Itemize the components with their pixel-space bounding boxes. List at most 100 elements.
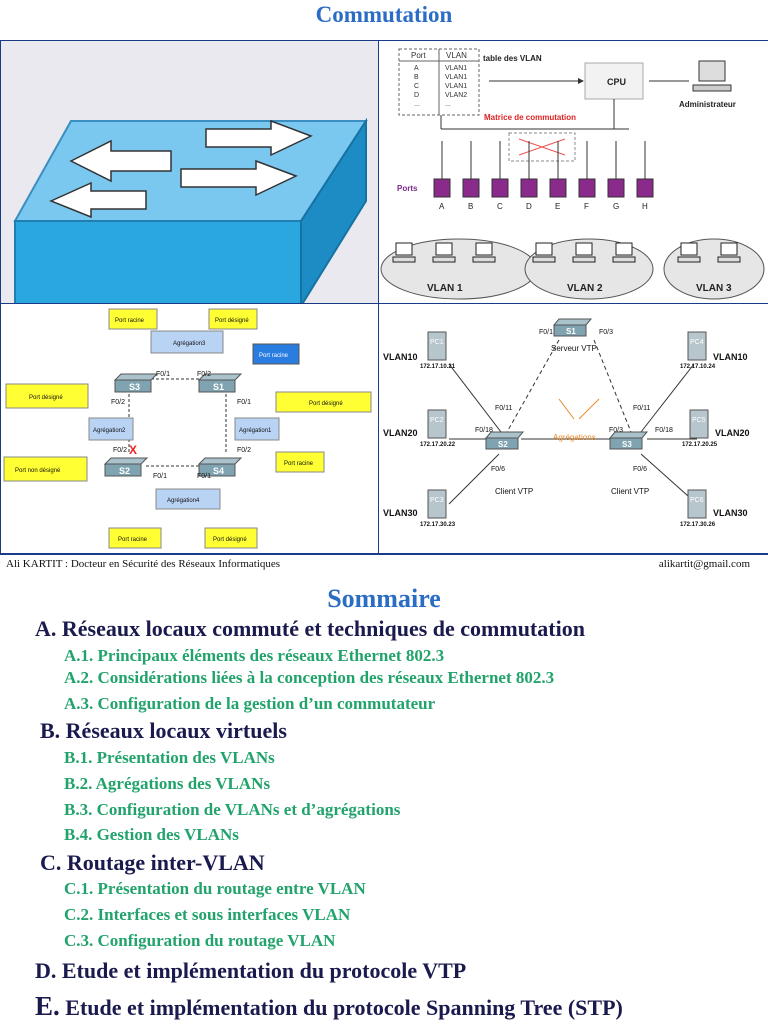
switch-icon xyxy=(113,373,159,381)
label-agregation2: Agrégation2 xyxy=(93,428,126,434)
vlan3-label: VLAN 3 xyxy=(696,283,732,294)
vtp-port-f06-l: F0/6 xyxy=(491,466,505,473)
port-letter: B xyxy=(468,202,473,211)
pc-icon xyxy=(427,331,447,361)
table-title: table des VLAN xyxy=(483,54,542,63)
label-port-racine-right: Port racine xyxy=(284,461,314,467)
switch-icon xyxy=(552,318,593,326)
pc-ip: 172.17.30.23 xyxy=(420,522,456,528)
label-port-designe-bottom: Port désigné xyxy=(213,537,247,543)
table-row-port: A xyxy=(414,65,419,72)
pc-icon xyxy=(535,242,553,256)
table-header-port: Port xyxy=(411,51,426,60)
pc-vlan: VLAN30 xyxy=(713,508,748,518)
vtp-port-f03-r: F0/3 xyxy=(609,427,623,434)
pc-vlan: VLAN10 xyxy=(713,352,748,362)
port-box xyxy=(636,178,654,198)
keyboard-icon xyxy=(532,256,556,263)
switch-icon xyxy=(198,379,236,393)
keyboard-icon xyxy=(472,256,496,263)
switch-illustration xyxy=(0,40,379,304)
vlan2-label: VLAN 2 xyxy=(567,283,603,294)
pc-icon xyxy=(615,242,633,256)
pc-icon xyxy=(687,489,707,519)
section-d: D. Etude et implémentation du protocole … xyxy=(35,958,467,983)
label-port-non-designe: Port non désigné xyxy=(15,468,61,474)
pc-name: PC2 xyxy=(430,417,444,424)
switch-label: S1 xyxy=(566,327,576,336)
table-row-port: C xyxy=(414,83,419,90)
table-row-port: D xyxy=(414,92,419,99)
port-f02-b: F0/2 xyxy=(111,399,125,406)
item-a2: A.2. Considérations liées à la conceptio… xyxy=(64,668,555,687)
port-f02-a: F0/2 xyxy=(197,371,211,378)
label-port-racine-bottom: Port racine xyxy=(118,537,148,543)
pc-icon xyxy=(475,242,493,256)
label-port-racine-blue: Port racine xyxy=(259,353,289,359)
item-a1: A.1. Principaux éléments des réseaux Eth… xyxy=(64,646,445,665)
section-a: A. Réseaux locaux commuté et techniques … xyxy=(35,616,585,641)
sommaire-title: Sommaire xyxy=(327,584,441,613)
pc-name: PC4 xyxy=(690,339,704,346)
pc-ip: 172.17.20.25 xyxy=(682,442,718,448)
switch-label: S1 xyxy=(213,382,224,392)
slide-title: Commutation xyxy=(315,2,453,27)
port-letter: G xyxy=(613,202,619,211)
switch-label: S3 xyxy=(622,440,632,449)
port-letter: H xyxy=(642,202,648,211)
port-box xyxy=(491,178,509,198)
pc-vlan: VLAN10 xyxy=(383,352,418,362)
vtp-agregations-label: Agrégations xyxy=(553,433,596,442)
item-b2: B.2. Agrégations des VLANs xyxy=(64,774,271,793)
label-port-racine-1: Port racine xyxy=(115,318,145,324)
port-box xyxy=(607,178,625,198)
port-box xyxy=(578,178,596,198)
port-f02-c: F0/2 xyxy=(113,447,127,454)
keyboard-icon xyxy=(612,256,636,263)
switch-icon xyxy=(553,324,587,337)
port-box xyxy=(549,178,567,198)
pc-name: PC6 xyxy=(690,497,704,504)
port-f01-b: F0/1 xyxy=(237,399,251,406)
pc-icon xyxy=(395,242,413,256)
ports-label: Ports xyxy=(397,184,418,193)
table-header-vlan: VLAN xyxy=(446,51,467,60)
label-port-designe-right: Port désigné xyxy=(309,401,343,407)
item-c3: C.3. Configuration du routage VLAN xyxy=(64,931,336,950)
switch-icon xyxy=(609,437,643,450)
vtp-port-f018-l: F0/18 xyxy=(475,427,493,434)
label-port-designe-1: Port désigné xyxy=(215,318,249,324)
footer-rule xyxy=(0,553,768,555)
section-b: B. Réseaux locaux virtuels xyxy=(40,718,287,743)
label-agregation4: Agrégation4 xyxy=(167,498,200,504)
switch-icon xyxy=(198,463,236,477)
section-e: E. Etude et implémentation du protocole … xyxy=(35,991,623,1022)
pc-icon xyxy=(687,331,707,361)
port-f02-d: F0/2 xyxy=(237,447,251,454)
vlan1-label: VLAN 1 xyxy=(427,283,463,294)
switch-icon xyxy=(197,457,243,465)
port-letter: C xyxy=(497,202,503,211)
table-row-vlan: VLAN2 xyxy=(445,92,467,99)
switch-label: S2 xyxy=(119,466,130,476)
pc-icon xyxy=(435,242,453,256)
stp-topology-diagram: Port racine Port désigné Agrégation3 Por… xyxy=(0,303,379,555)
admin-label: Administrateur xyxy=(679,100,736,109)
label-agregation3: Agrégation3 xyxy=(173,341,206,347)
cpu-label: CPU xyxy=(607,77,626,87)
item-b3: B.3. Configuration de VLANs et d’agrégat… xyxy=(64,800,401,819)
pc-vlan: VLAN20 xyxy=(383,428,418,438)
port-letter: A xyxy=(439,202,445,211)
vtp-port-f011-r: F0/11 xyxy=(633,405,650,412)
port-letter: F xyxy=(584,202,589,211)
item-a3: A.3. Configuration de la gestion d’un co… xyxy=(64,694,436,713)
section-e-text: Etude et implémentation du protocole Spa… xyxy=(65,995,623,1020)
port-f01-a: F0/1 xyxy=(156,371,170,378)
item-c2: C.2. Interfaces et sous interfaces VLAN xyxy=(64,905,351,924)
pc-name: PC5 xyxy=(692,417,706,424)
label-port-designe-left: Port désigné xyxy=(29,395,63,401)
table-row-vlan: ... xyxy=(445,101,451,108)
item-b4: B.4. Gestion des VLANs xyxy=(64,825,239,844)
